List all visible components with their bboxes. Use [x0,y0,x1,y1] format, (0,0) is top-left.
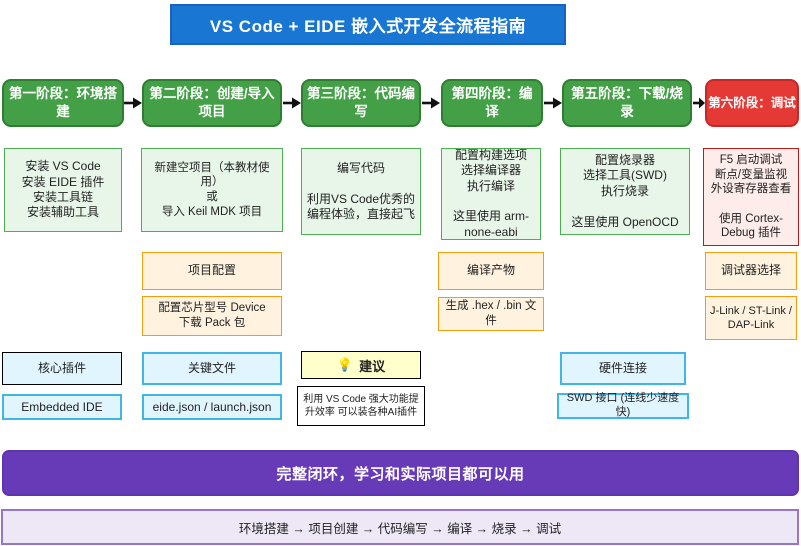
flow-summary-bar: 环境搭建 → 项目创建 → 代码编写 → 编译 → 烧录 → 调试 [1,509,799,545]
stage-header-3: 第三阶段：代码编写 [301,79,421,127]
detail-box-coding: 编写代码 利用VS Code优秀的编程体验，直接起飞 [301,148,421,235]
note-box-project-config: 项目配置 [142,252,282,290]
label-box-core-plugin: 核心插件 [2,352,122,385]
summary-banner: 完整闭环，学习和实际项目都可以用 [2,450,799,496]
arrow-right-icon [693,97,705,109]
diagram-title: VS Code + EIDE 嵌入式开发全流程指南 [170,4,566,45]
note-box-debugger-select: 调试器选择 [705,252,797,290]
arrow-right-icon [283,97,301,109]
tip-label: 建议 [359,358,386,374]
note-box-hex-bin: 生成 .hex / .bin 文件 [438,297,544,331]
arrow-right-icon [124,97,142,109]
detail-box-environment: 安装 VS Code 安装 EIDE 插件 安装工具链 安装辅助工具 [4,148,122,232]
note-box-build-output: 编译产物 [438,252,544,290]
stage-header-2: 第二阶段：创建/导入项目 [142,79,282,127]
detail-box-compile: 配置构建选项 选择编译器 执行编译 这里使用 arm-none-eabi [441,148,541,240]
stage-header-6: 第六阶段：调试 [705,79,799,127]
detail-box-debug: F5 启动调试 断点/变量监视 外设寄存器查看 使用 Cortex-Debug … [703,148,799,246]
label-box-hardware-connect: 硬件连接 [560,352,686,385]
stage-header-4: 第四阶段：编译 [441,79,543,127]
label-box-json-files: eide.json / launch.json [142,394,282,420]
label-box-embedded-ide: Embedded IDE [2,394,122,420]
arrow-right-icon [544,97,562,109]
detail-box-project: 新建空项目（本教材使用） 或 导入 Keil MDK 项目 [141,148,283,232]
stage-header-1: 第一阶段：环境搭建 [2,79,124,127]
label-box-swd-interface: SWD 接口 (连线少速度快) [557,392,689,419]
tip-box-header: 💡 建议 [301,351,421,379]
lightbulb-icon: 💡 [336,357,354,372]
arrow-right-icon [422,97,440,109]
detail-box-flash: 配置烧录器 选择工具(SWD) 执行烧录 这里使用 OpenOCD [560,148,690,235]
stage-header-5: 第五阶段：下载/烧录 [562,79,692,127]
note-box-debug-probes: J-Link / ST-Link / DAP-Link [705,296,797,340]
tip-box-body: 利用 VS Code 强大功能提升效率 可以装各种AI插件 [297,386,425,426]
label-box-key-files: 关键文件 [142,352,282,385]
note-box-chip-pack: 配置芯片型号 Device 下载 Pack 包 [142,296,282,336]
